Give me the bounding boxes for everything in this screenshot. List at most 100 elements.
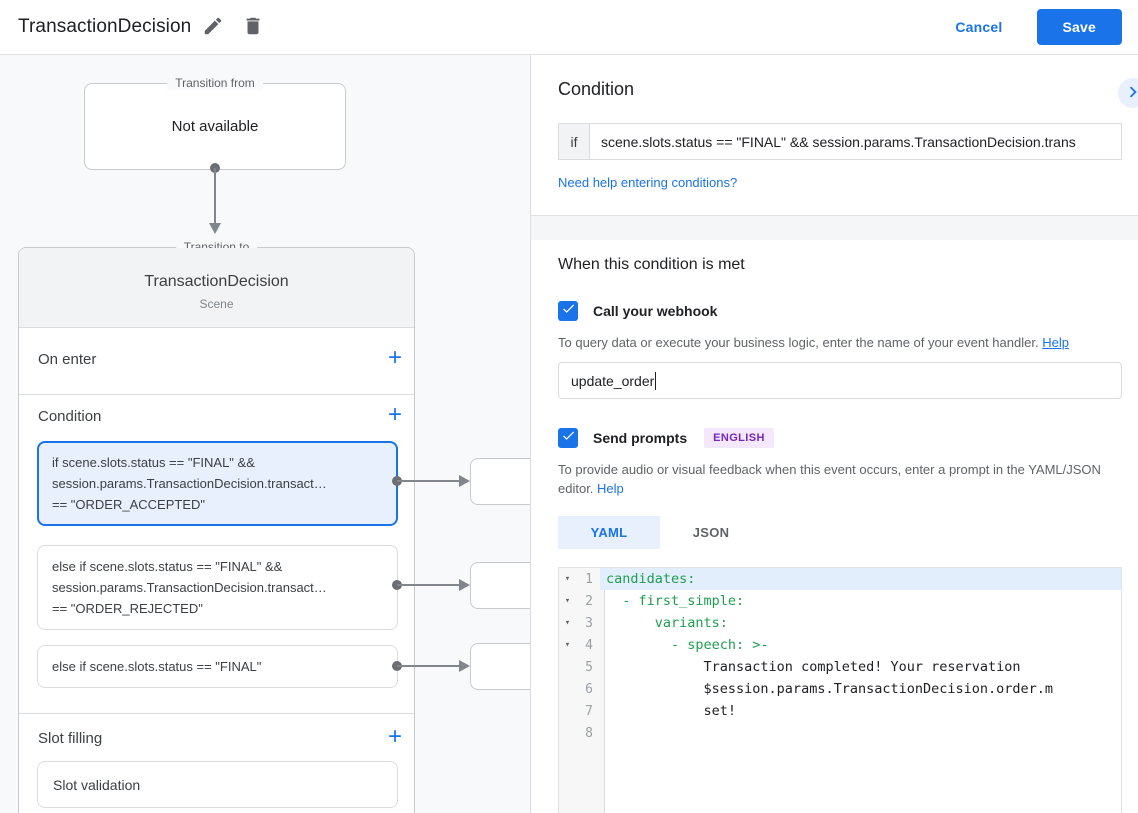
transition-target-box[interactable]	[470, 562, 530, 609]
when-met-heading: When this condition is met	[558, 256, 745, 273]
if-prefix-label: if	[558, 123, 589, 160]
webhook-label: Call your webhook	[593, 303, 718, 319]
scene-type-label: Scene	[199, 297, 234, 311]
top-bar: TransactionDecision Cancel Save	[0, 0, 1138, 55]
line-number: 3	[585, 615, 593, 631]
condition-heading: Condition	[558, 79, 635, 99]
cancel-button[interactable]: Cancel	[955, 19, 1003, 35]
add-condition-button[interactable]: +	[387, 401, 402, 428]
on-enter-label: On enter	[38, 351, 97, 368]
transition-from-content: Not available	[171, 118, 259, 135]
editor-line[interactable]: ▾2 - first_simple:	[559, 590, 1121, 612]
connector-arrowhead-icon	[459, 579, 470, 591]
connector-arrowhead-icon	[459, 475, 470, 487]
event-handler-input[interactable]: update_order	[558, 362, 1122, 399]
condition-card-text: else if scene.slots.status == "FINAL"	[52, 659, 262, 674]
slot-card-label: Slot validation	[53, 776, 141, 793]
connector-arrowhead-icon	[209, 223, 221, 234]
editor-line[interactable]: ▾ 3 variants:	[559, 612, 1121, 634]
fold-arrow-icon[interactable]: ▾	[564, 618, 571, 628]
condition-expression-input[interactable]	[589, 123, 1122, 160]
code-text: candidates:	[600, 568, 1121, 590]
code-text: - speech: >-	[606, 637, 769, 653]
line-number: 1	[585, 571, 593, 587]
condition-section: Condition if Need help entering conditio…	[531, 55, 1138, 215]
line-number: 2	[585, 593, 593, 609]
code-text: Transaction completed! Your reservation	[606, 659, 1021, 675]
transition-target-box[interactable]	[470, 643, 530, 690]
checkmark-icon	[561, 301, 576, 321]
collapse-panel-button[interactable]	[1118, 78, 1138, 108]
page-title: TransactionDecision	[18, 16, 192, 37]
edit-title-button[interactable]	[195, 9, 231, 45]
language-badge: ENGLISH	[704, 428, 774, 448]
webhook-description-text: To query data or execute your business l…	[558, 335, 1039, 350]
chevron-right-icon	[1122, 81, 1138, 106]
condition-card[interactable]: if scene.slots.status == "FINAL" &&sessi…	[37, 441, 398, 526]
editor-gutter	[559, 568, 605, 813]
send-prompts-label: Send prompts	[593, 430, 688, 446]
connector-line	[397, 480, 459, 482]
condition-card-text: == "ORDER_REJECTED"	[52, 601, 203, 616]
transition-from-legend: Transition from	[167, 76, 263, 90]
condition-detail-panel: Condition if Need help entering conditio…	[531, 55, 1138, 813]
prompts-help-link[interactable]: Help	[597, 481, 624, 496]
editor-line[interactable]: 6 $session.params.TransactionDecision.or…	[559, 678, 1121, 700]
fold-arrow-icon[interactable]: ▾	[564, 640, 571, 650]
condition-card[interactable]: else if scene.slots.status == "FINAL" &&…	[37, 545, 398, 630]
transition-target-box[interactable]	[470, 458, 530, 505]
add-slot-button[interactable]: +	[387, 723, 402, 750]
line-number: 6	[585, 681, 593, 697]
slot-validation-card[interactable]: Slot validation	[37, 761, 398, 808]
condition-card-text: session.params.TransactionDecision.trans…	[52, 580, 327, 595]
condition-card[interactable]: else if scene.slots.status == "FINAL"	[37, 645, 398, 688]
checkmark-icon	[561, 428, 576, 448]
transition-from-box[interactable]: Transition from Not available	[84, 76, 346, 170]
divider	[19, 394, 414, 395]
condition-card-text: else if scene.slots.status == "FINAL" &&	[52, 559, 283, 574]
webhook-description: To query data or execute your business l…	[558, 333, 1120, 352]
tab-yaml[interactable]: YAML	[558, 516, 660, 549]
code-text: variants:	[606, 615, 728, 631]
connector-line	[397, 584, 459, 586]
editor-line[interactable]: ▾ 1 candidates:	[559, 568, 1121, 590]
scene-graph-canvas: Transition from Not available Transition…	[0, 55, 531, 813]
connector-line	[397, 665, 459, 667]
line-number: 8	[585, 725, 593, 741]
editor-line[interactable]: 8	[559, 722, 1121, 744]
condition-help-link[interactable]: Need help entering conditions?	[558, 175, 738, 190]
pencil-icon	[202, 15, 224, 40]
tab-json[interactable]: JSON	[660, 516, 762, 549]
trash-icon	[242, 15, 264, 40]
delete-scene-button[interactable]	[235, 9, 271, 45]
editor-line[interactable]: ▾ 4 - speech: >-	[559, 634, 1121, 656]
code-text: set!	[606, 703, 737, 719]
editor-line[interactable]: 5 Transaction completed! Your reservatio…	[559, 656, 1121, 678]
section-divider	[531, 215, 1138, 240]
scene-card-header[interactable]: TransactionDecision Scene	[19, 248, 414, 328]
fold-arrow-icon[interactable]: ▾	[564, 596, 571, 606]
fold-arrow-icon[interactable]: ▾	[564, 574, 571, 584]
connector-arrowhead-icon	[459, 660, 470, 672]
connector-line	[214, 168, 216, 223]
send-prompts-checkbox[interactable]	[558, 428, 578, 448]
condition-section-label: Condition	[38, 408, 102, 425]
webhook-help-link[interactable]: Help	[1042, 335, 1069, 350]
save-button[interactable]: Save	[1036, 9, 1122, 45]
event-handler-value: update_order	[571, 372, 655, 389]
when-met-section: When this condition is met Call your web…	[531, 240, 1138, 813]
slot-filling-label: Slot filling	[38, 730, 103, 747]
code-text: $session.params.TransactionDecision.orde…	[606, 681, 1054, 697]
editor-line[interactable]: 7 set!	[559, 700, 1121, 722]
prompts-description-text: To provide audio or visual feedback when…	[558, 462, 1101, 496]
condition-card-text: == "ORDER_ACCEPTED"	[52, 497, 205, 512]
divider	[19, 713, 414, 714]
prompts-description: To provide audio or visual feedback when…	[558, 460, 1120, 498]
condition-card-text: if scene.slots.status == "FINAL" &&	[52, 455, 255, 470]
add-on-enter-button[interactable]: +	[387, 344, 402, 371]
webhook-checkbox[interactable]	[558, 301, 578, 321]
line-number: 4	[585, 637, 593, 653]
